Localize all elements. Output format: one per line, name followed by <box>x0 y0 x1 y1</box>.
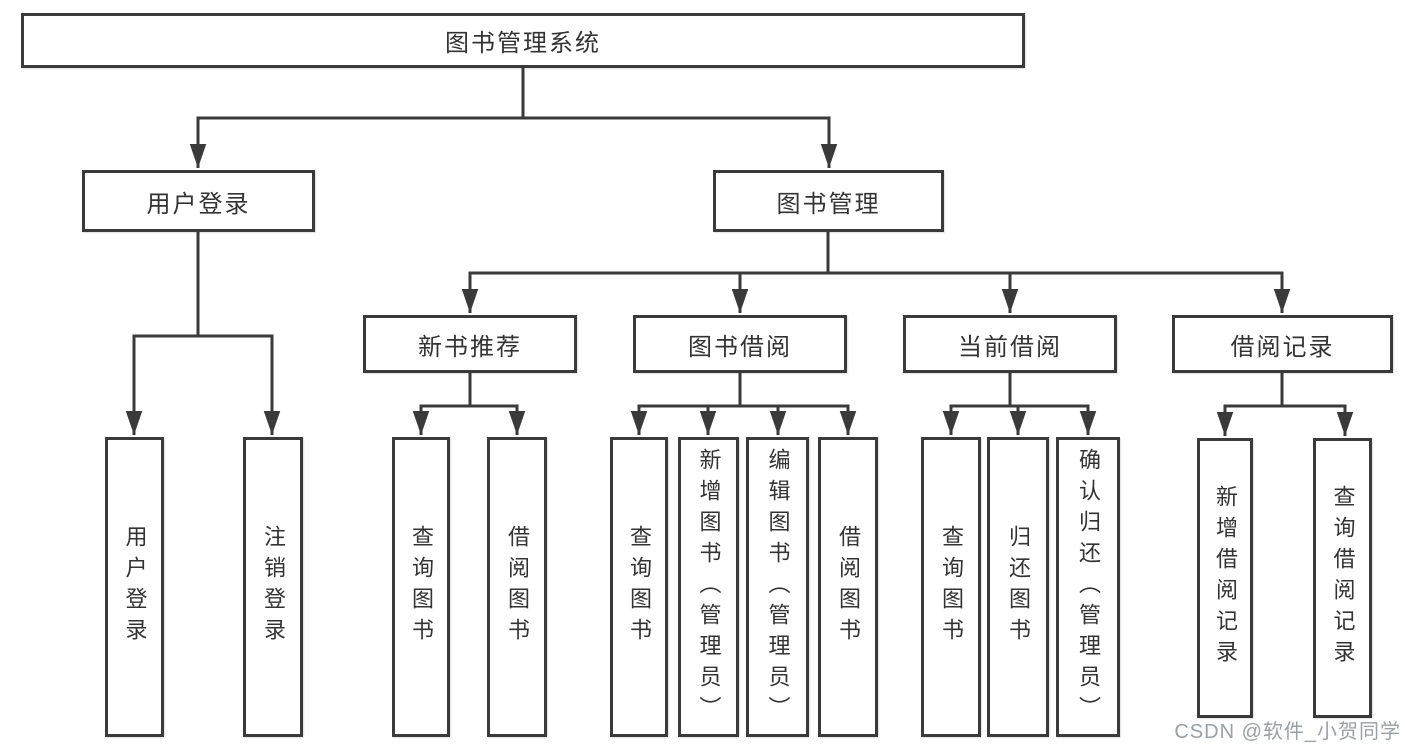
node-new-book-recommend-label: 新书推荐 <box>418 333 522 361</box>
node-user-login: 用户登录 <box>82 170 315 232</box>
node-book-borrowing: 图书借阅 <box>633 315 847 373</box>
leaf-confirm-return-admin: 确认归还（管理员） <box>1056 437 1120 737</box>
leaf-query-books-borrowing: 查询图书 <box>610 437 668 737</box>
leaf-user-login-label: 用户登录 <box>122 525 148 649</box>
node-current-borrowing: 当前借阅 <box>903 315 1117 373</box>
node-new-book-recommend: 新书推荐 <box>363 315 577 373</box>
node-borrow-records-label: 借阅记录 <box>1230 333 1335 361</box>
leaf-add-borrow-record-label: 新增借阅记录 <box>1213 485 1238 671</box>
leaf-return-books: 归还图书 <box>987 437 1049 737</box>
leaf-borrow-books-label: 借阅图书 <box>836 525 861 649</box>
leaf-edit-book-admin: 编辑图书（管理员） <box>746 437 809 737</box>
node-book-borrowing-label: 图书借阅 <box>688 333 792 361</box>
leaf-query-borrow-record-label: 查询借阅记录 <box>1330 485 1356 671</box>
leaf-return-books-label: 归还图书 <box>1006 525 1031 649</box>
leaf-query-borrow-record: 查询借阅记录 <box>1313 438 1372 718</box>
leaf-query-books-recommend-label: 查询图书 <box>409 525 434 649</box>
leaf-logout-label: 注销登录 <box>261 525 286 649</box>
node-borrow-records: 借阅记录 <box>1172 315 1393 373</box>
leaf-query-books-current-label: 查询图书 <box>939 525 964 649</box>
leaf-user-login: 用户登录 <box>105 437 164 737</box>
node-book-management: 图书管理 <box>713 170 944 232</box>
leaf-confirm-return-admin-label: 确认归还（管理员） <box>1076 447 1101 727</box>
node-current-borrowing-label: 当前借阅 <box>958 333 1062 361</box>
node-user-login-label: 用户登录 <box>146 190 251 218</box>
node-book-management-label: 图书管理 <box>776 190 881 218</box>
leaf-add-book-admin-label: 新增图书（管理员） <box>696 447 722 727</box>
leaf-edit-book-admin-label: 编辑图书（管理员） <box>765 447 791 727</box>
leaf-add-book-admin: 新增图书（管理员） <box>678 437 739 737</box>
leaf-query-books-borrowing-label: 查询图书 <box>627 525 652 649</box>
leaf-logout: 注销登录 <box>243 437 303 737</box>
leaf-borrow-books-recommend-label: 借阅图书 <box>505 525 530 649</box>
node-library-management-system: 图书管理系统 <box>21 13 1025 68</box>
leaf-query-books-current: 查询图书 <box>921 437 981 737</box>
leaf-query-books-recommend: 查询图书 <box>392 437 450 737</box>
node-library-management-system-label: 图书管理系统 <box>445 30 601 57</box>
csdn-watermark: CSDN @软件_小贺同学 <box>1174 721 1401 743</box>
leaf-add-borrow-record: 新增借阅记录 <box>1197 438 1253 718</box>
leaf-borrow-books-recommend: 借阅图书 <box>487 437 547 737</box>
leaf-borrow-books: 借阅图书 <box>818 437 878 737</box>
